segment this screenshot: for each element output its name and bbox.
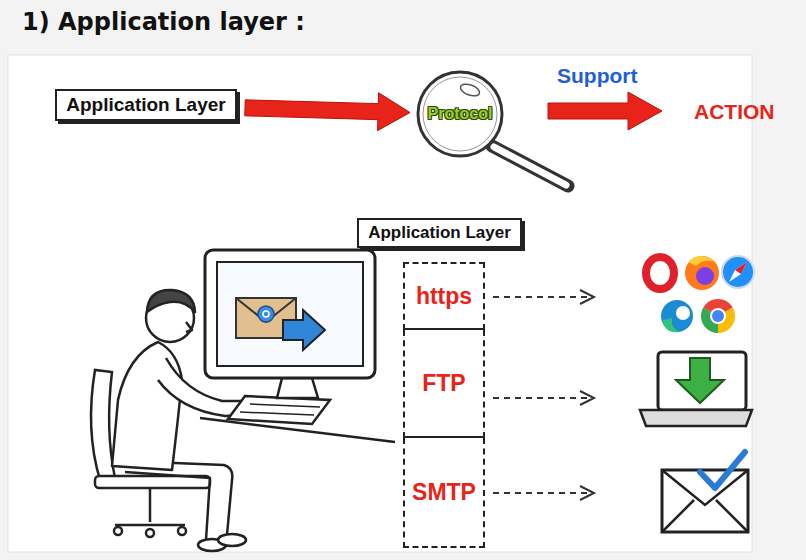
dashed-arrow bbox=[493, 397, 590, 399]
node-label: FTP bbox=[422, 370, 465, 396]
computer-desk bbox=[200, 396, 395, 442]
action-label: ACTION bbox=[694, 100, 775, 124]
browser-icons bbox=[688, 256, 716, 266]
node-label: Protocol bbox=[428, 105, 493, 123]
computer-monitor bbox=[263, 311, 269, 317]
office-chair bbox=[146, 529, 154, 537]
office-chair bbox=[178, 527, 186, 535]
node-label: https bbox=[416, 283, 472, 309]
office-chair bbox=[115, 524, 185, 527]
download-laptop bbox=[640, 410, 752, 426]
browser-icons bbox=[710, 308, 726, 324]
computer-monitor bbox=[205, 250, 375, 378]
protocol-cell: FTP bbox=[403, 330, 485, 438]
dashed-arrow bbox=[580, 391, 594, 405]
protocol-cell: SMTP bbox=[403, 438, 485, 548]
image-panel bbox=[8, 55, 752, 552]
title-text: 1) Application layer : bbox=[22, 8, 305, 36]
magnifier-handle bbox=[494, 147, 566, 185]
browser-icons bbox=[729, 262, 747, 282]
computer-monitor bbox=[283, 310, 325, 350]
download-laptop bbox=[676, 358, 724, 403]
layer-sign: Application Layer bbox=[357, 218, 522, 248]
image-panel bbox=[8, 55, 752, 552]
magnifier-handle bbox=[492, 146, 568, 186]
layer-sign: Application Layer bbox=[55, 89, 237, 121]
node-label: Application Layer bbox=[368, 223, 511, 243]
office-chair bbox=[149, 488, 152, 522]
browser-icons bbox=[735, 262, 747, 274]
support-arrow bbox=[548, 92, 662, 130]
support-label: Support bbox=[557, 64, 637, 88]
dashed-arrow bbox=[493, 296, 590, 298]
node-label: SMTP bbox=[412, 479, 476, 505]
download-laptop bbox=[658, 352, 746, 410]
dashed-arrow bbox=[493, 492, 590, 494]
protocol-cell: https bbox=[403, 262, 485, 330]
dashed-arrow bbox=[580, 290, 594, 304]
magnifier-handle bbox=[492, 146, 568, 186]
lens-rim bbox=[423, 77, 497, 151]
lens-rim bbox=[418, 72, 502, 156]
computer-monitor bbox=[217, 262, 363, 366]
browser-icons bbox=[646, 257, 674, 289]
person-figure bbox=[150, 462, 232, 535]
computer-monitor bbox=[258, 306, 274, 322]
computer-desk bbox=[240, 404, 320, 415]
dashed-arrow bbox=[580, 486, 594, 500]
browser-icons bbox=[676, 306, 690, 320]
dashed-arrow bbox=[493, 290, 594, 500]
person-figure bbox=[218, 534, 246, 546]
computer-desk bbox=[228, 396, 330, 424]
mail-envelope bbox=[700, 452, 745, 488]
computer-monitor bbox=[205, 250, 375, 398]
person-figure bbox=[125, 472, 210, 540]
computer-monitor bbox=[277, 378, 318, 398]
person-figure bbox=[186, 322, 192, 332]
magnifier-lens: Protocol bbox=[416, 70, 504, 158]
support-arrow bbox=[548, 92, 662, 130]
browser-icons bbox=[712, 310, 724, 322]
person-figure bbox=[147, 290, 195, 312]
person-figure bbox=[112, 342, 182, 470]
mail-envelope bbox=[662, 500, 748, 532]
browser-icons bbox=[696, 267, 714, 285]
mail-envelope bbox=[662, 452, 748, 532]
block-arrow bbox=[245, 93, 410, 131]
browser-icons bbox=[722, 256, 754, 288]
computer-monitor bbox=[236, 298, 296, 322]
download-laptop bbox=[640, 352, 752, 426]
browser-icons bbox=[685, 256, 719, 290]
browser-icons bbox=[646, 256, 754, 333]
office-chair bbox=[114, 527, 122, 535]
node-label: Application Layer bbox=[66, 94, 225, 116]
browser-icons bbox=[663, 318, 680, 332]
browser-icons bbox=[661, 300, 693, 332]
lens-gleam bbox=[459, 82, 481, 98]
